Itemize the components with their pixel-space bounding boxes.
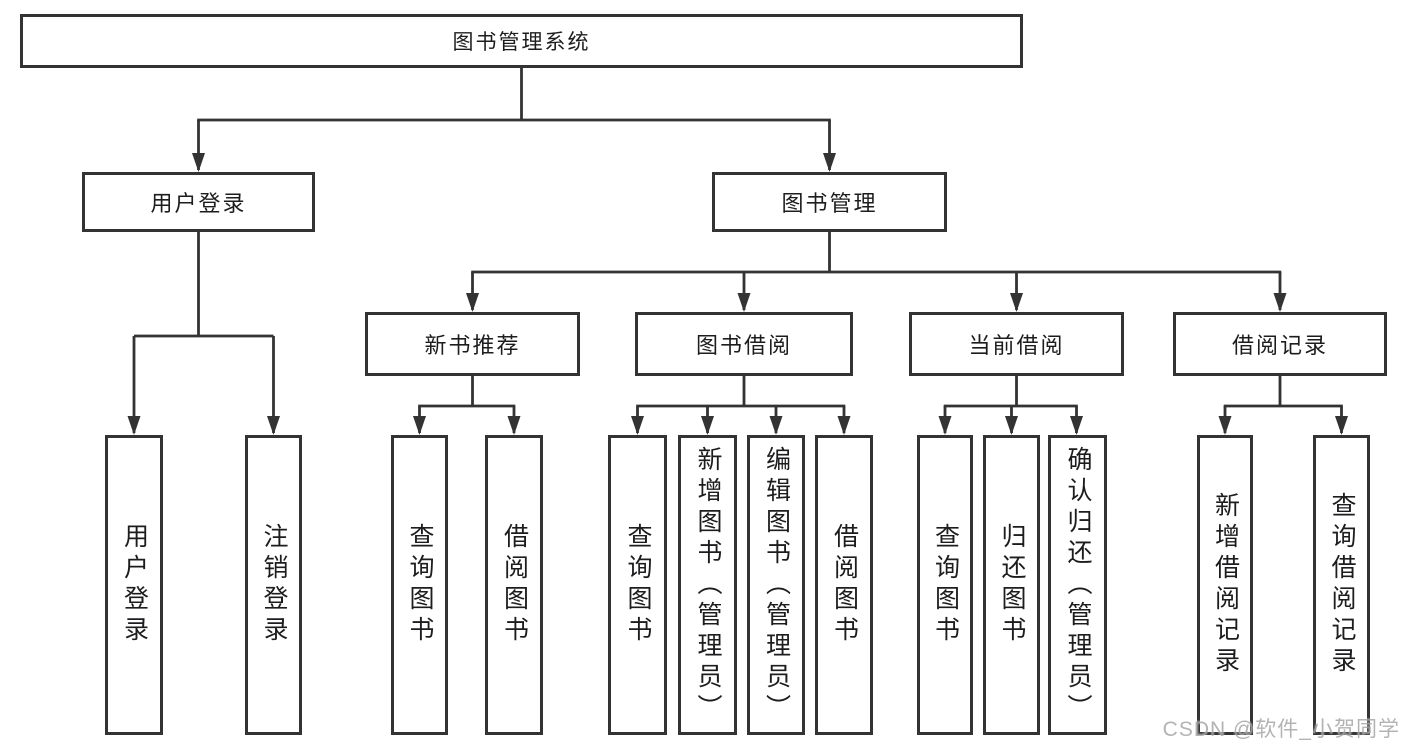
leaf-nb-query-books: 查询图书 (391, 435, 448, 735)
leaf-cb-return-books: 归还图书 (983, 435, 1040, 735)
leaf-bb-add-books-admin: 新增图书（管理员） (678, 435, 737, 735)
leaf-br-add-record: 新增借阅记录 (1197, 435, 1253, 735)
leaf-nb-borrow-books: 借阅图书 (485, 435, 543, 735)
node-book-borrowing: 图书借阅 (635, 312, 853, 376)
node-new-book-recommend: 新书推荐 (365, 312, 580, 376)
leaf-cb-confirm-return-admin: 确认归还（管理员） (1048, 435, 1107, 735)
node-user-login: 用户登录 (82, 172, 315, 232)
leaf-user-login: 用户登录 (105, 435, 163, 735)
csdn-watermark: CSDN @软件_小贺同学 (1162, 718, 1400, 741)
leaf-logout: 注销登录 (245, 435, 302, 735)
node-library-system: 图书管理系统 (20, 14, 1023, 68)
leaf-bb-borrow-books: 借阅图书 (815, 435, 873, 735)
leaf-bb-query-books: 查询图书 (608, 435, 667, 735)
node-current-borrowing: 当前借阅 (909, 312, 1124, 376)
node-book-management: 图书管理 (712, 172, 947, 232)
node-borrowing-records: 借阅记录 (1173, 312, 1387, 376)
leaf-br-query-record: 查询借阅记录 (1313, 435, 1370, 735)
leaf-bb-edit-books-admin: 编辑图书（管理员） (747, 435, 805, 735)
leaf-cb-query-books: 查询图书 (917, 435, 973, 735)
